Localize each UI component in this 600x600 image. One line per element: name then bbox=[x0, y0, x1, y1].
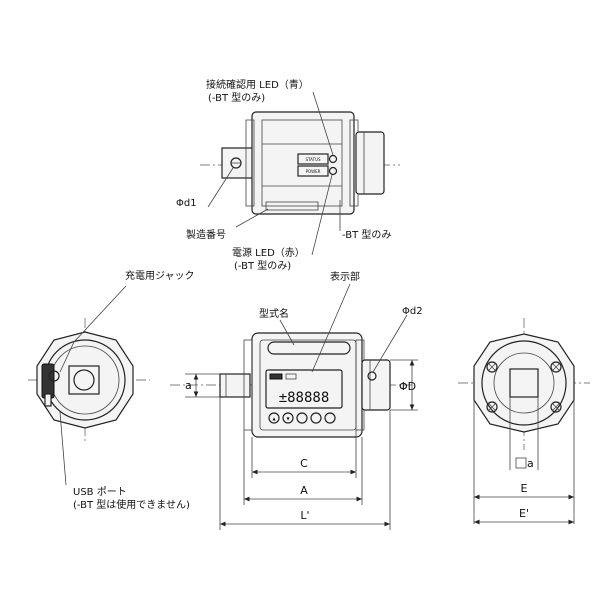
dim-D: ΦD bbox=[399, 380, 416, 393]
clear-button bbox=[310, 412, 322, 424]
bt-only-label: -BT 型のみ bbox=[342, 228, 391, 241]
status-text: STATUS bbox=[305, 157, 320, 162]
power-text: POWER bbox=[306, 169, 321, 174]
usb-port-label: USB ポート bbox=[73, 486, 127, 498]
front-square-drive bbox=[219, 373, 251, 398]
d1-label: Φd1 bbox=[176, 198, 197, 209]
svg-text:▲: ▲ bbox=[272, 416, 276, 421]
display-digits: ±88888 bbox=[279, 390, 330, 406]
power-led-label: 電源 LED（赤） bbox=[232, 246, 305, 259]
right-end-view: a E E' bbox=[458, 318, 590, 525]
dim-A: A bbox=[300, 484, 308, 497]
status-led bbox=[328, 154, 338, 164]
screws bbox=[486, 361, 562, 413]
power-led bbox=[328, 166, 338, 176]
d2-label: Φd2 bbox=[402, 306, 423, 317]
d2-pin bbox=[367, 371, 377, 381]
usb-port-note: (-BT 型は使用できません) bbox=[73, 498, 190, 511]
dim-E2: E' bbox=[519, 507, 529, 520]
up-button bbox=[268, 412, 280, 424]
svg-text:▼: ▼ bbox=[286, 416, 290, 421]
right-square-socket bbox=[509, 368, 539, 398]
charge-jack bbox=[48, 370, 60, 382]
dim-C: C bbox=[300, 457, 308, 470]
power-led-note: (-BT 型のみ) bbox=[234, 259, 291, 272]
square-symbol bbox=[515, 457, 527, 469]
dim-E: E bbox=[521, 482, 528, 495]
charge-jack-label: 充電用ジャック bbox=[125, 269, 195, 282]
model-label: 型式名 bbox=[259, 307, 289, 320]
down-button bbox=[282, 412, 294, 424]
nose-section bbox=[355, 131, 385, 195]
left-end-view: 充電用ジャック USB ポート (-BT 型は使用できません) bbox=[28, 269, 195, 511]
power-button bbox=[324, 412, 336, 424]
status-led-label: 接続確認用 LED（青） bbox=[206, 78, 309, 91]
serial-label: 製造番号 bbox=[186, 228, 226, 241]
front-nose bbox=[361, 359, 391, 411]
status-label-plate bbox=[297, 153, 329, 165]
front-view: ±88888 ▲ ▼ 型式名 表示部 Φd2 a ΦD bbox=[170, 270, 423, 530]
status-led-note: (-BT 型のみ) bbox=[208, 91, 265, 104]
mode-button bbox=[296, 412, 308, 424]
dim-L: L' bbox=[300, 509, 309, 522]
display-panel bbox=[265, 369, 343, 409]
model-plate bbox=[267, 341, 351, 355]
power-label-plate bbox=[297, 165, 329, 177]
serial-plate bbox=[265, 201, 319, 211]
dim-a-side: a bbox=[185, 379, 192, 392]
dim-a-end: a bbox=[527, 457, 534, 470]
usb-port bbox=[44, 393, 52, 407]
display-label: 表示部 bbox=[330, 270, 360, 283]
top-view: STATUS POWER 接続確認用 LED（青） (-BT 型のみ) Φd1 … bbox=[176, 78, 400, 272]
